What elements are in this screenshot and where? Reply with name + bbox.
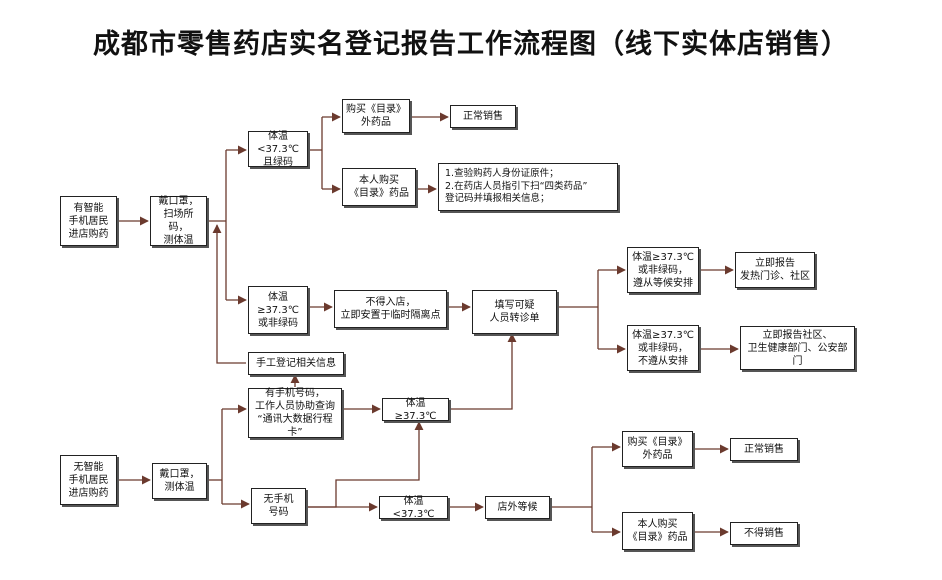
normal-sale-box-2: 正常销售: [730, 438, 798, 461]
no-phone-number-box: 无手机 号码: [251, 488, 306, 524]
temp-high-box-2: 体温≥37.3℃: [382, 398, 449, 422]
manual-register-box: 手工登记相关信息: [248, 352, 344, 375]
page-title: 成都市零售药店实名登记报告工作流程图（线下实体店销售）: [93, 29, 849, 60]
temp-low-box-2: 体温<37.3℃: [379, 496, 448, 520]
self-buy-catalog-box-1: 本人购买 《目录》药品: [342, 168, 416, 206]
arrow-temp-high-to-transfer: [449, 333, 517, 410]
high-comply-box: 体温≥37.3℃ 或非绿码， 遵从等候安排: [627, 247, 699, 293]
no-sale-box: 不得销售: [730, 522, 798, 545]
verify-steps-box: 1.查验购药人身份证原件； 2.在药店人员指引下扫“四类药品” 登记码并填报相关…: [438, 163, 618, 211]
fill-transfer-box: 填写可疑 人员转诊单: [472, 290, 557, 334]
nonsmart-resident-box: 无智能 手机居民 进店购药: [60, 455, 117, 505]
normal-sale-box-1: 正常销售: [450, 105, 516, 128]
no-entry-box: 不得入店， 立即安置于临时隔离点: [334, 290, 447, 328]
report-authorities-box: 立即报告社区、 卫生健康部门、公安部门: [740, 326, 855, 370]
buy-outside-catalog-box: 购买《目录》 外药品: [342, 99, 410, 133]
mask-temp-box: 戴口罩， 测体温: [152, 463, 207, 499]
high-noncomply-box: 体温≥37.3℃ 或非绿码， 不遵从安排: [627, 325, 699, 371]
buy-outside-catalog-box-2: 购买《目录》 外药品: [622, 431, 693, 467]
self-buy-catalog-box-2: 本人购买 《目录》药品: [622, 512, 693, 550]
has-phone-number-box: 有手机号码， 工作人员协助查询 “通讯大数据行程卡”: [248, 388, 342, 438]
temp-high-box: 体温 ≥37.3℃ 或非绿码: [248, 286, 308, 334]
mask-scan-temp-box: 戴口罩， 扫场所码， 测体温: [150, 196, 207, 246]
report-fever-clinic-box: 立即报告 发热门诊、社区: [735, 252, 815, 288]
smart-resident-box: 有智能 手机居民 进店购药: [60, 196, 117, 246]
arrow-manual-to-trunk: [212, 224, 246, 364]
temp-low-green-box: 体温<37.3℃ 且绿码: [248, 131, 308, 168]
wait-outside-box: 店外等候: [485, 496, 550, 519]
